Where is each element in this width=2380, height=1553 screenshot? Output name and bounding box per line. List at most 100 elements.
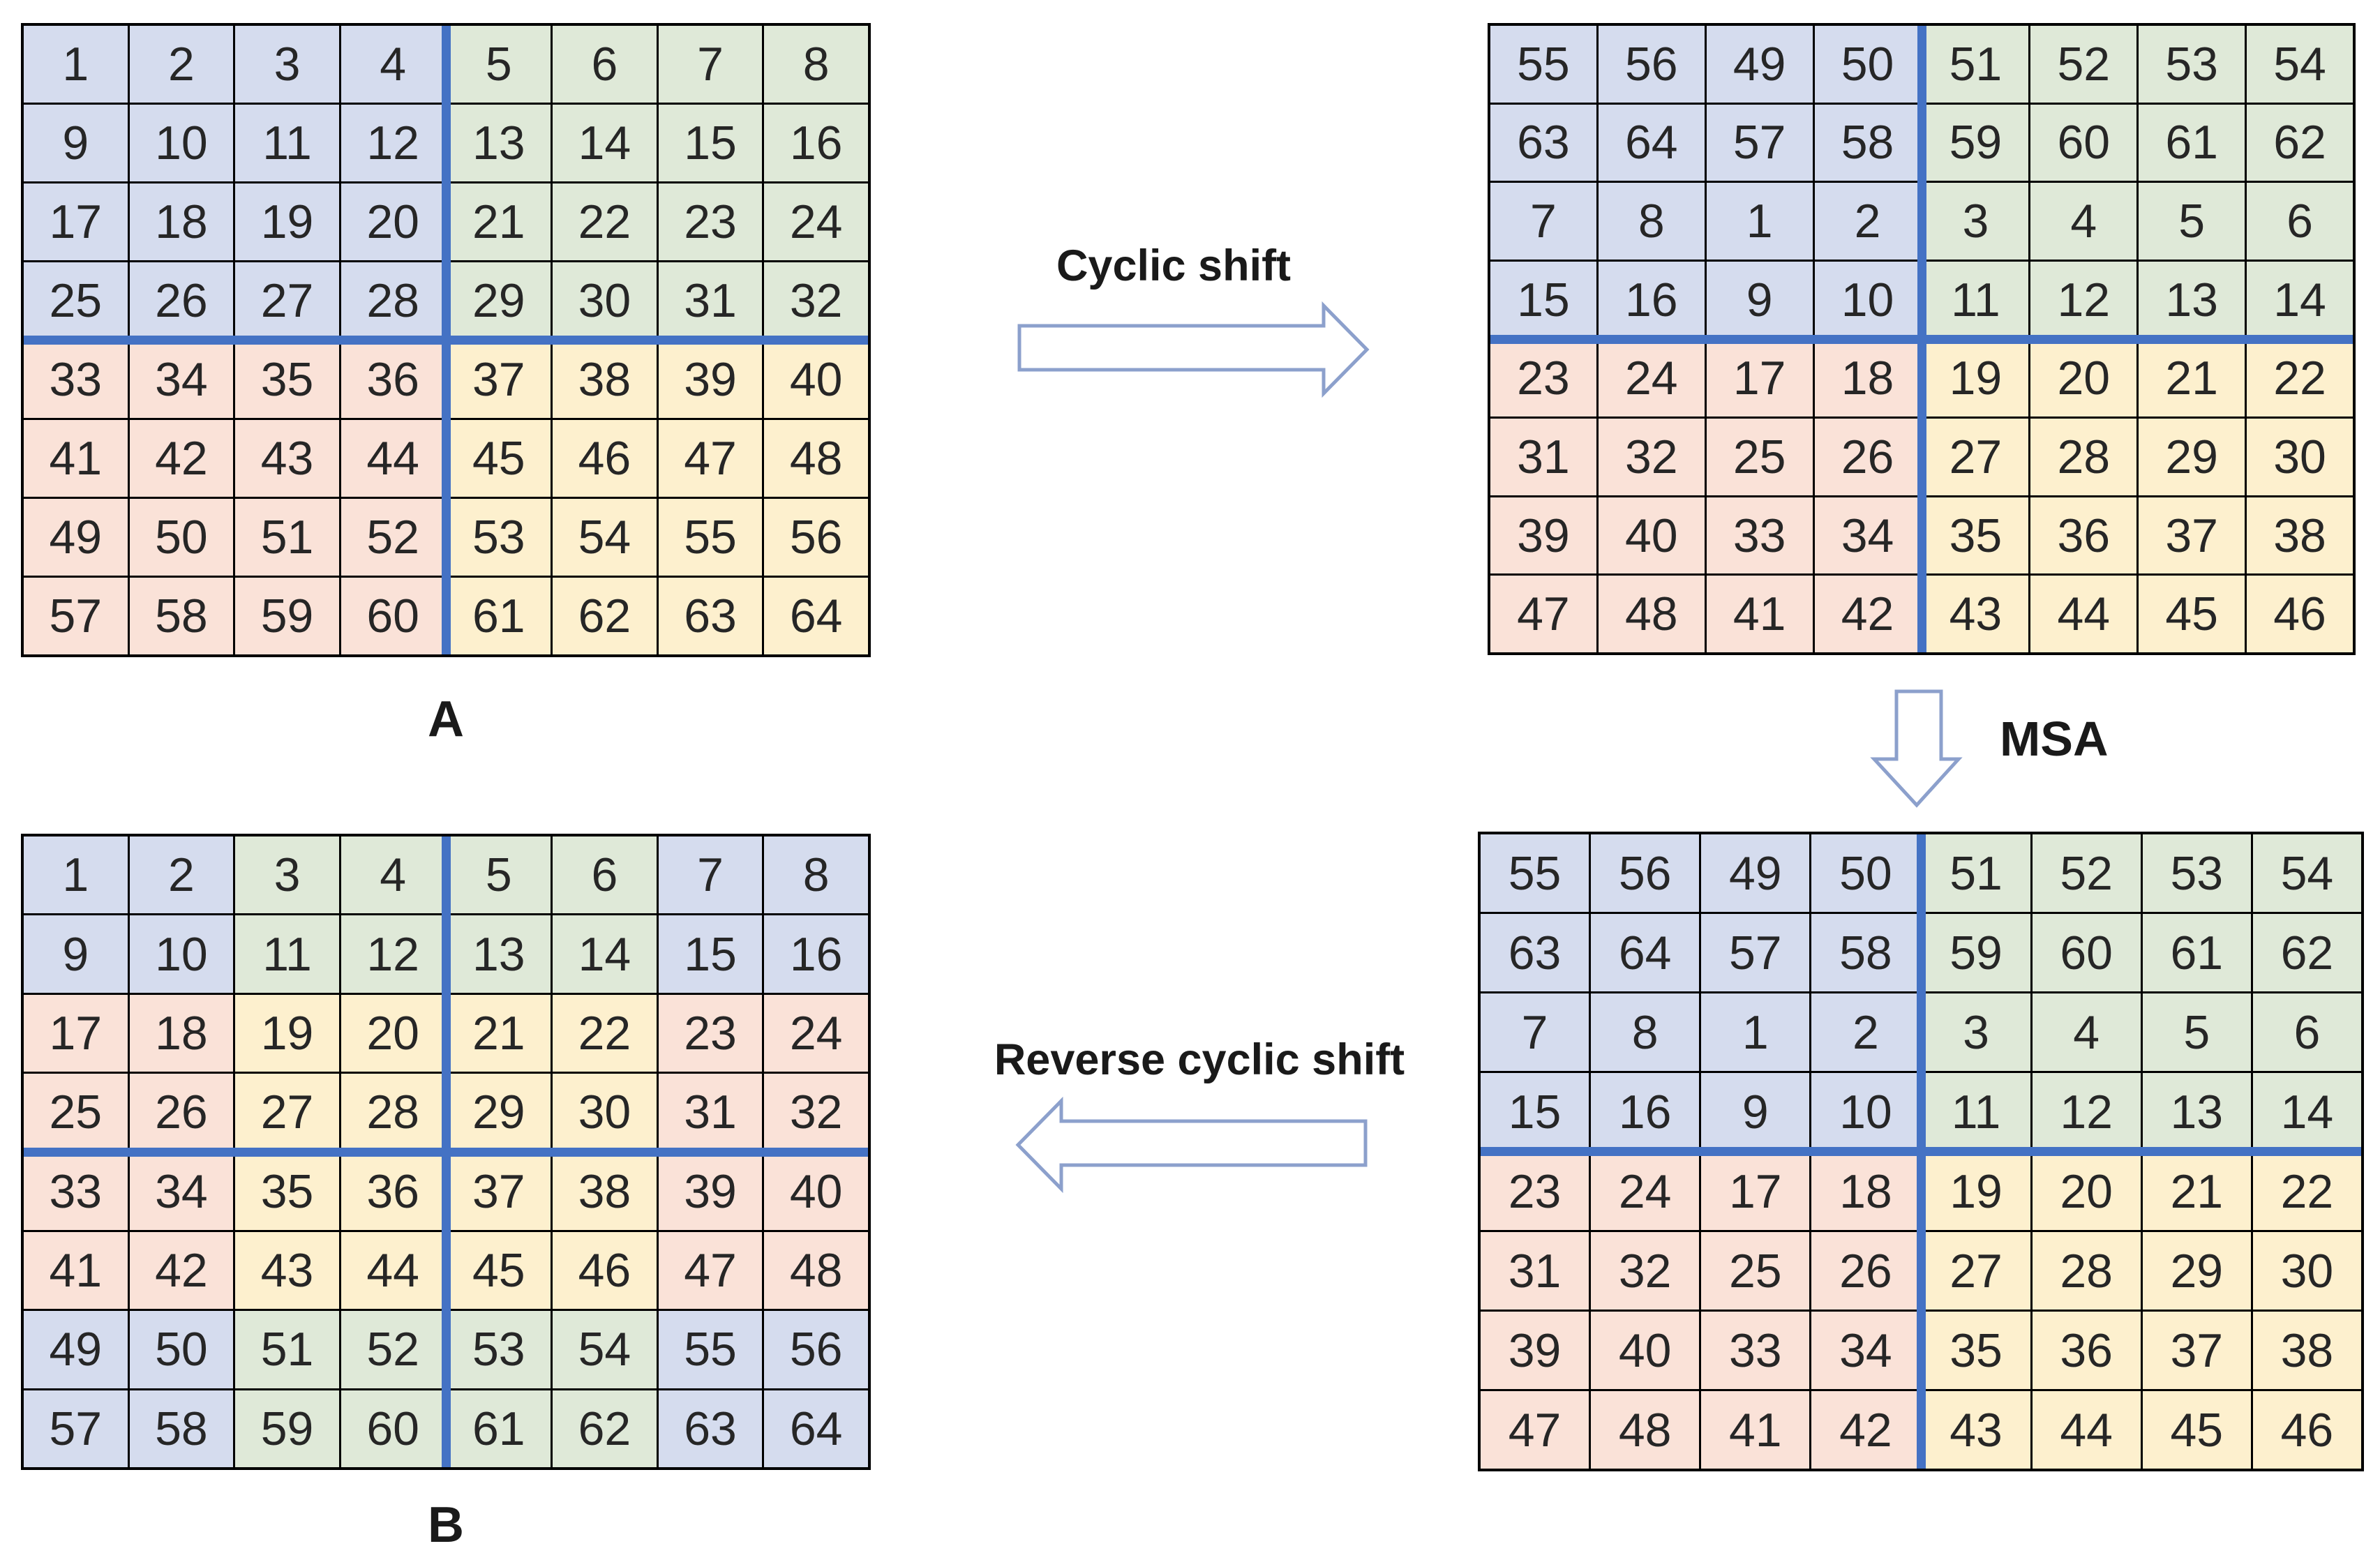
grid-cell: 10 <box>1811 1073 1920 1150</box>
grid-cell: 53 <box>2142 834 2251 912</box>
grid-cell: 58 <box>1811 914 1920 991</box>
grid-cell: 14 <box>553 915 657 993</box>
grid-cell: 1 <box>24 26 128 103</box>
grid-cell: 28 <box>340 1074 445 1151</box>
grid-cell: 39 <box>658 1153 763 1230</box>
grid-cell: 26 <box>1814 419 1921 495</box>
grid-cell: 41 <box>1701 1391 1810 1469</box>
grid-cell: 62 <box>2252 914 2361 991</box>
grid-cell: 32 <box>764 1074 868 1151</box>
grid-cell: 11 <box>235 915 339 993</box>
down-arrow-shape <box>1870 689 1963 808</box>
grid-cell: 7 <box>658 836 763 914</box>
grid-cell: 51 <box>1922 26 2029 103</box>
grid-cell: 32 <box>1591 1232 1700 1310</box>
grid-cell: 29 <box>447 262 551 339</box>
grid-cell: 41 <box>1706 576 1813 652</box>
grid-cell: 56 <box>764 1311 868 1388</box>
grid-cell: 64 <box>1598 104 1705 181</box>
grid-cell: 14 <box>2247 261 2353 338</box>
grid-cell: 2 <box>129 26 234 103</box>
grid-cell: 1 <box>1706 183 1813 260</box>
grid-cell: 23 <box>1490 340 1596 417</box>
grid-cell: 17 <box>24 183 128 260</box>
grid-cell: 57 <box>24 578 128 654</box>
grid-cell: 26 <box>1811 1232 1920 1310</box>
grid-cell: 37 <box>2139 497 2245 574</box>
grid-cell: 36 <box>2030 497 2137 574</box>
grid-cell: 20 <box>340 183 445 260</box>
grid-cell: 30 <box>2252 1232 2361 1310</box>
grid-cell: 63 <box>658 1390 763 1467</box>
grid-cell: 55 <box>658 499 763 576</box>
grid-cell: 39 <box>1481 1312 1589 1389</box>
grid-cell: 24 <box>764 994 868 1072</box>
grid-cell: 34 <box>129 1153 234 1230</box>
grid-cell: 47 <box>658 420 763 497</box>
grid-cell: 35 <box>235 341 339 418</box>
grid-cell: 26 <box>129 1074 234 1151</box>
grid-cell: 6 <box>553 26 657 103</box>
grid-cell: 41 <box>24 420 128 497</box>
grid-cell: 62 <box>553 1390 657 1467</box>
grid-cell: 35 <box>235 1153 339 1230</box>
grid-cell: 48 <box>764 1231 868 1310</box>
grid-cell: 15 <box>1481 1073 1589 1150</box>
grid-cell: 34 <box>129 341 234 418</box>
grid-cell: 15 <box>1490 261 1596 338</box>
grid-cell: 46 <box>553 1231 657 1310</box>
grid-cell: 42 <box>129 420 234 497</box>
grid-cell: 58 <box>129 578 234 654</box>
grid-cell: 59 <box>235 578 339 654</box>
grid-cell: 9 <box>24 915 128 993</box>
grid-cell: 39 <box>1490 497 1596 574</box>
grid-cell: 19 <box>235 994 339 1072</box>
grid-cell: 22 <box>553 994 657 1072</box>
grid-cell: 34 <box>1814 497 1921 574</box>
grid-cell: 28 <box>2032 1232 2141 1310</box>
grid-cell: 6 <box>2252 993 2361 1071</box>
grid-cell: 56 <box>1591 834 1700 912</box>
grid-cell: 8 <box>764 836 868 914</box>
grid-cell: 25 <box>1706 419 1813 495</box>
grid-cell: 58 <box>1814 104 1921 181</box>
grid-cell: 50 <box>129 1311 234 1388</box>
grid-cell: 21 <box>447 183 551 260</box>
grid-cell: 20 <box>2032 1153 2141 1230</box>
grid-cell: 61 <box>447 1390 551 1467</box>
grid-cell: 24 <box>1591 1153 1700 1230</box>
grid-cell: 3 <box>235 26 339 103</box>
grid-cell: 21 <box>2142 1153 2251 1230</box>
grid-cell: 30 <box>553 262 657 339</box>
grid-cell: 20 <box>340 994 445 1072</box>
grid-cell: 38 <box>553 1153 657 1230</box>
window-divider-horizontal <box>1490 334 2353 344</box>
grid-cell: 4 <box>340 26 445 103</box>
grid-cell: 28 <box>2030 419 2137 495</box>
grid-cell: 60 <box>340 578 445 654</box>
grid-cell: 54 <box>553 499 657 576</box>
grid-cell: 13 <box>2139 261 2245 338</box>
grid-cell: 63 <box>1481 914 1589 991</box>
grid-cell: 10 <box>129 105 234 181</box>
grid-cell: 19 <box>235 183 339 260</box>
grid-a-label: A <box>428 691 464 747</box>
grid-cell: 52 <box>2030 26 2137 103</box>
grid-cell: 12 <box>340 105 445 181</box>
grid-cell: 46 <box>553 420 657 497</box>
grid-cell: 49 <box>1706 26 1813 103</box>
grid-cell: 30 <box>553 1074 657 1151</box>
grid-cell: 44 <box>340 1231 445 1310</box>
grid-cell: 60 <box>340 1390 445 1467</box>
grid-cell: 25 <box>1701 1232 1810 1310</box>
grid-cell: 10 <box>129 915 234 993</box>
grid-cell: 31 <box>1481 1232 1589 1310</box>
grid-cell: 30 <box>2247 419 2353 495</box>
grid-cell: 5 <box>2142 993 2251 1071</box>
grid-cell: 38 <box>2252 1312 2361 1389</box>
grid-cell: 27 <box>235 1074 339 1151</box>
grid-cell: 2 <box>1814 183 1921 260</box>
grid-cell: 61 <box>447 578 551 654</box>
grid-cell: 44 <box>2030 576 2137 652</box>
